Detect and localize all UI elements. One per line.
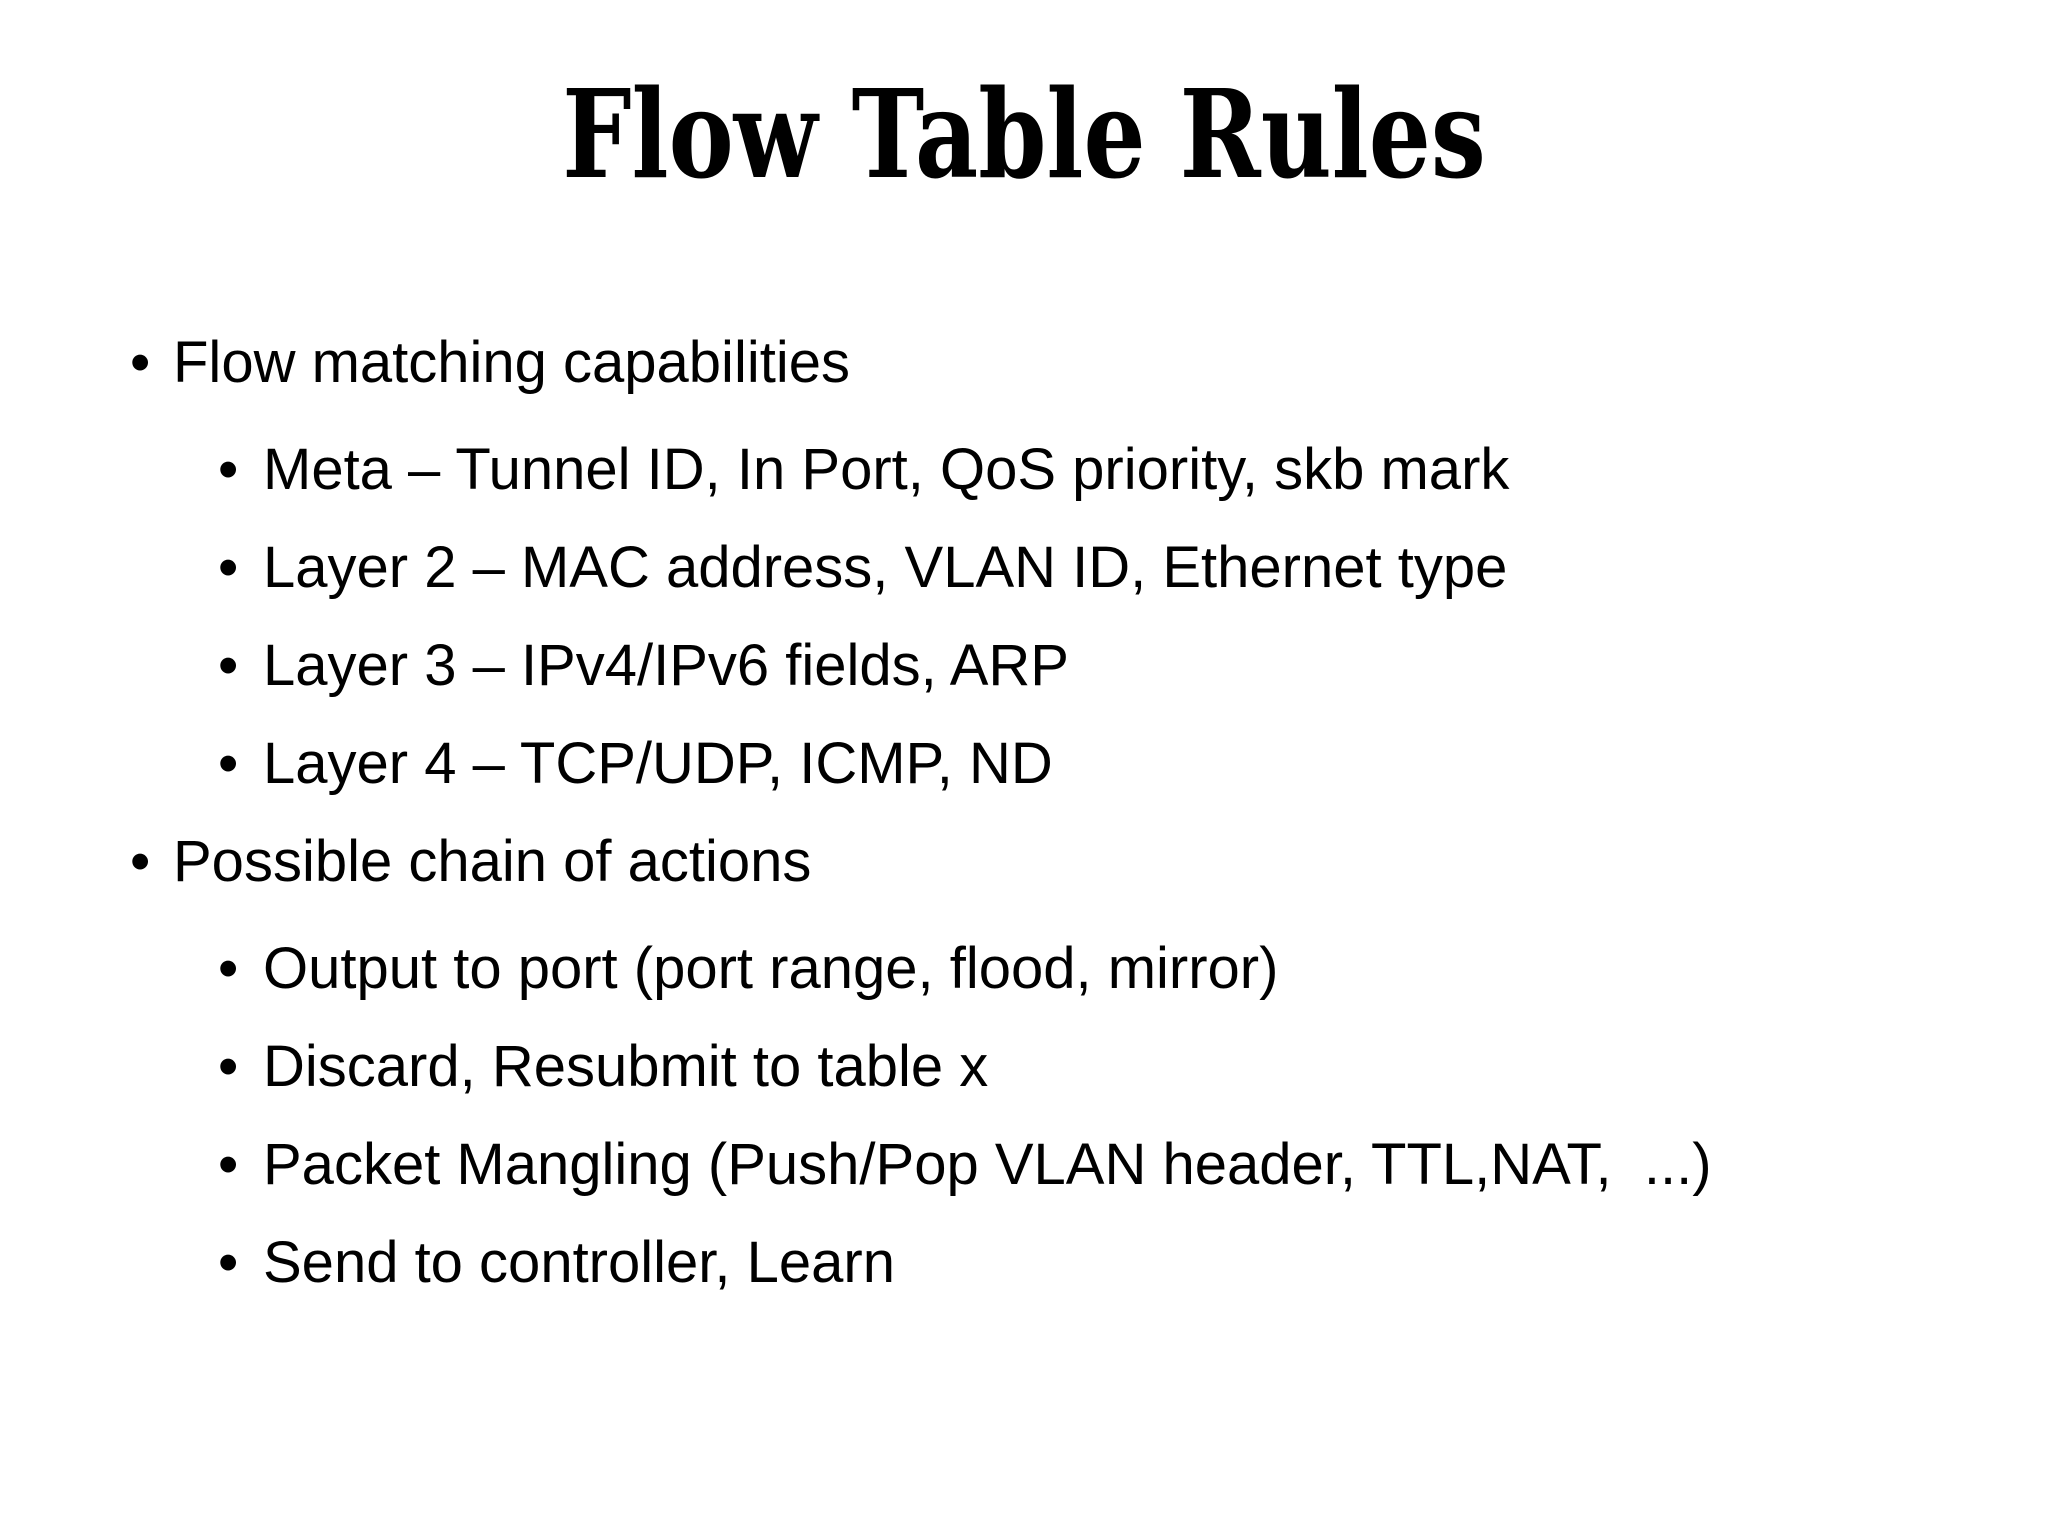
bullet-icon: • <box>218 437 239 502</box>
bullet-item: • Output to port (port range, flood, mirr… <box>0 920 2048 1018</box>
bullet-item: • Layer 3 – IPv4/IPv6 fields, ARP <box>0 617 2048 715</box>
bullet-item: • Meta – Tunnel ID, In Port, QoS priority… <box>0 421 2048 519</box>
bullet-text: Packet Mangling (Push/Pop VLAN header, T… <box>263 1132 1712 1197</box>
bullet-icon: • <box>218 535 239 600</box>
bullet-text: Output to port (port range, flood, mirro… <box>263 936 1279 1001</box>
bullet-icon: • <box>130 829 151 894</box>
bullet-icon: • <box>130 330 151 395</box>
bullet-item: • Packet Mangling (Push/Pop VLAN header, … <box>0 1116 2048 1214</box>
bullet-item: • Discard, Resubmit to table x <box>0 1018 2048 1116</box>
bullet-text: Layer 4 – TCP/UDP, ICMP, ND <box>263 731 1053 796</box>
slide-body: • Flow matching capabilities • Meta – Tunn… <box>0 314 2048 1312</box>
bullet-item: • Layer 2 – MAC address, VLAN ID, Etherne… <box>0 519 2048 617</box>
bullet-text: Meta – Tunnel ID, In Port, QoS priority,… <box>263 437 1510 502</box>
bullet-text: Flow matching capabilities <box>173 330 850 395</box>
slide-title: Flow Table Rules <box>562 62 1486 206</box>
bullet-text: Send to controller, Learn <box>263 1230 895 1295</box>
bullet-icon: • <box>218 1230 239 1295</box>
bullet-item: • Possible chain of actions <box>0 813 2048 911</box>
bullet-icon: • <box>218 1132 239 1197</box>
bullet-icon: • <box>218 1034 239 1099</box>
bullet-text: Discard, Resubmit to table x <box>263 1034 989 1099</box>
bullet-text: Possible chain of actions <box>173 829 812 894</box>
bullet-icon: • <box>218 633 239 698</box>
bullet-item: • Layer 4 – TCP/UDP, ICMP, ND <box>0 715 2048 813</box>
bullet-text: Layer 3 – IPv4/IPv6 fields, ARP <box>263 633 1069 698</box>
bullet-icon: • <box>218 936 239 1001</box>
bullet-text: Layer 2 – MAC address, VLAN ID, Ethernet… <box>263 535 1508 600</box>
bullet-item: • Send to controller, Learn <box>0 1214 2048 1312</box>
bullet-icon: • <box>218 731 239 796</box>
bullet-item: • Flow matching capabilities <box>0 314 2048 412</box>
